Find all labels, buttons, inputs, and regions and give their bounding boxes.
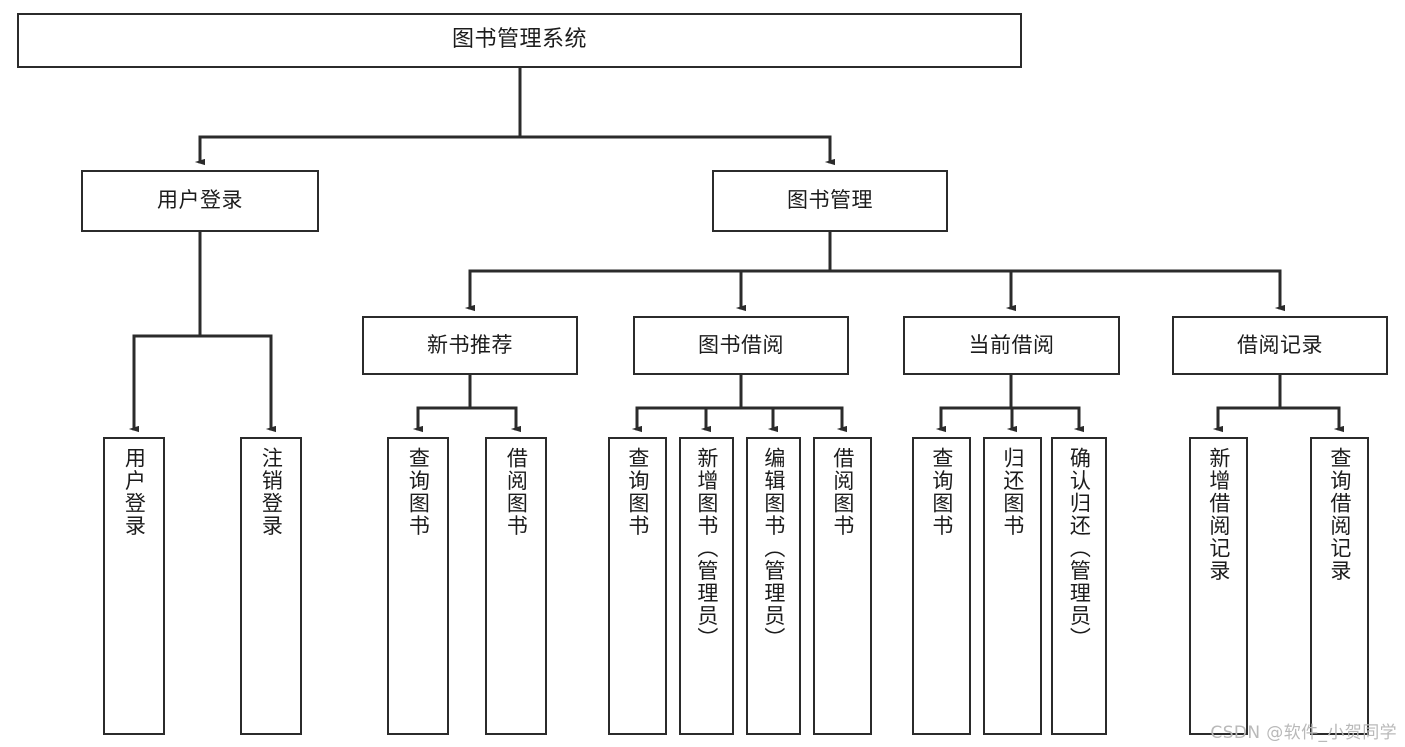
node-root-book-management-system[interactable]: 图书管理系统 xyxy=(17,13,1022,68)
node-leaf-user-login-label: 用户登录 xyxy=(122,447,147,537)
node-book-borrow[interactable]: 图书借阅 xyxy=(633,316,849,375)
node-leaf-confirm-return-label: 确认归还（管理员） xyxy=(1067,447,1092,650)
node-user-login[interactable]: 用户登录 xyxy=(81,170,319,232)
node-leaf-query-book-1[interactable]: 查询图书 xyxy=(387,437,449,735)
node-leaf-borrow-book-2[interactable]: 借阅图书 xyxy=(813,437,872,735)
node-book-manage[interactable]: 图书管理 xyxy=(712,170,948,232)
node-leaf-logout-label: 注销登录 xyxy=(259,447,284,537)
node-leaf-query-record-label: 查询借阅记录 xyxy=(1327,447,1352,582)
node-leaf-return-book-label: 归还图书 xyxy=(1000,447,1025,537)
node-leaf-query-book-1-label: 查询图书 xyxy=(406,447,431,537)
node-book-borrow-label: 图书借阅 xyxy=(698,332,784,357)
node-leaf-return-book[interactable]: 归还图书 xyxy=(983,437,1042,735)
node-borrow-record-label: 借阅记录 xyxy=(1237,332,1323,357)
node-leaf-add-record[interactable]: 新增借阅记录 xyxy=(1189,437,1248,735)
node-leaf-query-book-2[interactable]: 查询图书 xyxy=(608,437,667,735)
node-leaf-borrow-book-1-label: 借阅图书 xyxy=(504,447,529,537)
node-leaf-user-login[interactable]: 用户登录 xyxy=(103,437,165,735)
node-book-manage-label: 图书管理 xyxy=(787,188,873,213)
node-borrow-record[interactable]: 借阅记录 xyxy=(1172,316,1388,375)
node-leaf-edit-book-label: 编辑图书（管理员） xyxy=(761,447,786,650)
node-leaf-query-book-3[interactable]: 查询图书 xyxy=(912,437,971,735)
node-leaf-query-record[interactable]: 查询借阅记录 xyxy=(1310,437,1369,735)
node-new-book-recommend[interactable]: 新书推荐 xyxy=(362,316,578,375)
node-leaf-add-book[interactable]: 新增图书（管理员） xyxy=(679,437,734,735)
node-leaf-borrow-book-1[interactable]: 借阅图书 xyxy=(485,437,547,735)
node-current-borrow-label: 当前借阅 xyxy=(968,332,1055,357)
node-leaf-query-book-2-label: 查询图书 xyxy=(625,447,650,537)
csdn-watermark: CSDN @软件_小贺同学 xyxy=(1210,723,1397,743)
node-leaf-logout[interactable]: 注销登录 xyxy=(240,437,302,735)
node-leaf-query-book-3-label: 查询图书 xyxy=(929,447,954,537)
node-leaf-confirm-return[interactable]: 确认归还（管理员） xyxy=(1051,437,1107,735)
node-user-login-label: 用户登录 xyxy=(157,188,243,213)
node-new-book-recommend-label: 新书推荐 xyxy=(427,332,513,357)
node-leaf-add-record-label: 新增借阅记录 xyxy=(1206,447,1231,582)
node-leaf-add-book-label: 新增图书（管理员） xyxy=(694,447,719,650)
node-leaf-borrow-book-2-label: 借阅图书 xyxy=(830,447,855,537)
node-leaf-edit-book[interactable]: 编辑图书（管理员） xyxy=(746,437,801,735)
node-root-label: 图书管理系统 xyxy=(451,27,587,53)
node-current-borrow[interactable]: 当前借阅 xyxy=(903,316,1120,375)
